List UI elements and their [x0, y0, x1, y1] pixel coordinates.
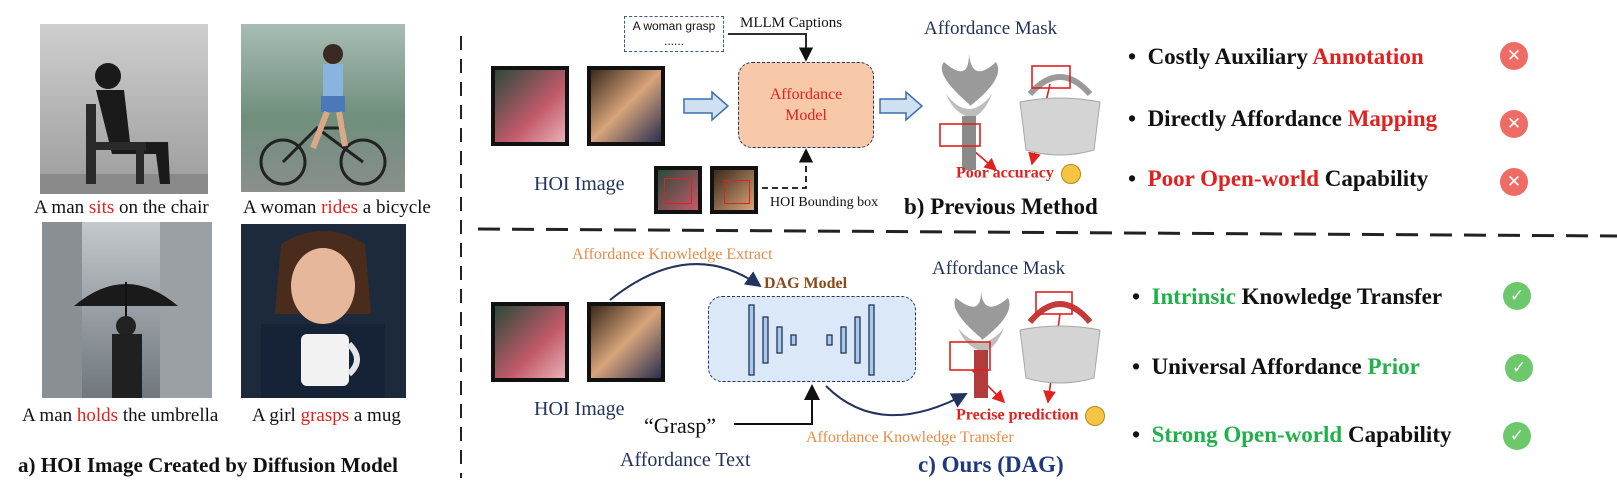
- hoi-input-image-3: [491, 302, 569, 382]
- grasp-text: “Grasp”: [644, 413, 717, 438]
- check-icon: ✓: [1503, 422, 1531, 450]
- cross-icon: ✕: [1500, 168, 1528, 196]
- cross-icon: ✕: [1500, 42, 1528, 70]
- woman-bicycle-drawing: [259, 44, 387, 186]
- affordance-mask-label-b: Affordance Mask: [924, 18, 1058, 39]
- caption-3: A man holds the umbrella: [22, 405, 219, 426]
- panel-a-title: a) HOI Image Created by Diffusion Model: [18, 453, 398, 477]
- mllm-caption-box: A woman grasp ......: [624, 16, 724, 52]
- bbox-image-2: [710, 166, 758, 214]
- bag-pointcloud-b: [1019, 65, 1101, 156]
- ours-point-2: • Universal Affordance Prior: [1132, 354, 1420, 379]
- output-block-arrow: [879, 90, 924, 122]
- prev-point-1: • Costly Auxiliary Annotation: [1128, 44, 1424, 69]
- prev-point-2: • Directly Affordance Mapping: [1128, 106, 1438, 131]
- transfer-curve-arrow: [825, 385, 968, 417]
- caption-1: A man sits on the chair: [34, 197, 209, 218]
- horizontal-separator: [477, 227, 1617, 238]
- extract-label: Affordance Knowledge Extract: [572, 246, 773, 263]
- cross-icon: ✕: [1500, 110, 1528, 138]
- check-icon: ✓: [1505, 354, 1533, 382]
- precise-prediction-label: Precise prediction: [956, 406, 1105, 426]
- check-icon: ✓: [1503, 282, 1531, 310]
- poor-accuracy-label: Poor accuracy: [956, 164, 1081, 184]
- vase-pointcloud-b: [939, 54, 999, 170]
- sad-face-icon: [1060, 164, 1081, 184]
- mllm-arrow: [728, 33, 814, 62]
- dag-model-box: [708, 296, 916, 382]
- girl-mug-drawing: [261, 231, 385, 398]
- dag-network-layers: [748, 304, 875, 376]
- hoi-photo-man-chair: [40, 24, 208, 194]
- transfer-label: Affordance Knowledge Transfer: [806, 429, 1014, 446]
- affordance-text-label: Affordance Text: [620, 449, 751, 471]
- bbox-image-1: [654, 166, 702, 214]
- bag-pointcloud-c: [1019, 291, 1101, 384]
- bbox-arrow: [762, 148, 814, 189]
- hoi-photo-woman-bicycle: [241, 24, 405, 192]
- hoi-image-label-c: HOI Image: [534, 398, 625, 420]
- mllm-captions-label: MLLM Captions: [740, 15, 843, 31]
- hoi-photo-man-umbrella: [42, 222, 212, 398]
- text-arrow: [734, 384, 820, 425]
- panel-c-title: c) Ours (DAG): [918, 452, 1064, 477]
- input-block-arrow: [683, 90, 730, 122]
- affordance-model-label: Affordance Model: [769, 86, 843, 124]
- hoi-input-image-4: [587, 302, 665, 382]
- affordance-model-box: Affordance Model: [738, 62, 874, 148]
- caption-4: A girl grasps a mug: [252, 405, 401, 426]
- ours-point-3: • Strong Open-world Capability: [1132, 422, 1452, 447]
- hoi-bbox-label: HOI Bounding box: [770, 195, 879, 210]
- prev-point-3: • Poor Open-world Capability: [1128, 166, 1429, 191]
- caption-2: A woman rides a bicycle: [243, 197, 431, 218]
- man-umbrella-drawing: [42, 222, 212, 398]
- panel-b-title: b) Previous Method: [904, 194, 1098, 219]
- dag-model-label: DAG Model: [764, 275, 848, 292]
- hoi-input-image-2: [587, 66, 665, 146]
- vase-pointcloud-c: [949, 292, 1010, 398]
- extract-curve-arrow: [609, 263, 762, 301]
- hoi-input-image-1: [491, 66, 569, 146]
- happy-face-icon: [1084, 406, 1105, 426]
- hoi-photo-girl-mug: [241, 224, 406, 398]
- affordance-mask-label-c: Affordance Mask: [932, 258, 1066, 279]
- hoi-image-label-b: HOI Image: [534, 173, 625, 195]
- man-chair-silhouette: [40, 63, 208, 194]
- ours-point-1: • Intrinsic Knowledge Transfer: [1132, 284, 1443, 309]
